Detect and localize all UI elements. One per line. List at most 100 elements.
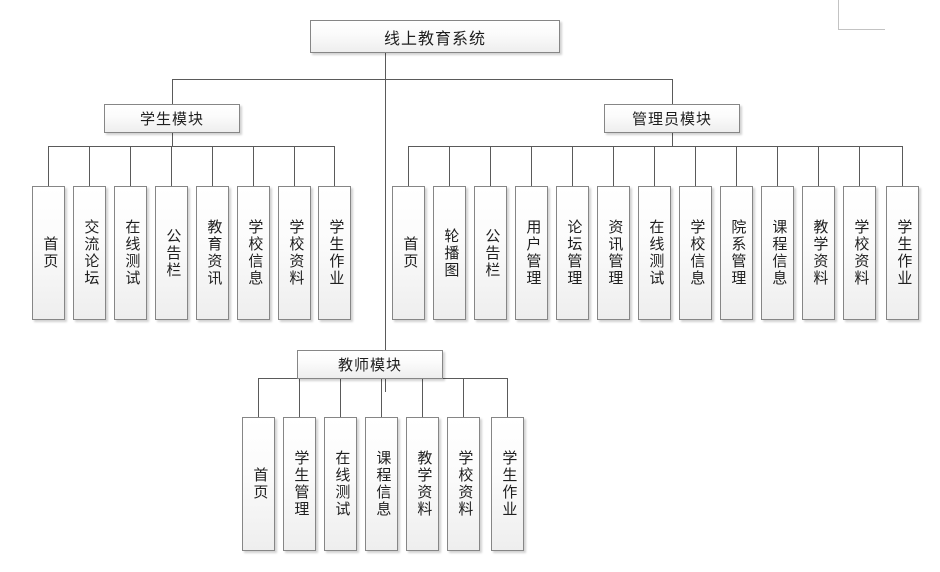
leaf-node-admin-4[interactable]: 论坛管理 — [556, 186, 589, 320]
leaf-node-admin-7[interactable]: 学校信息 — [679, 186, 712, 320]
connector-student-leaf-5 — [253, 146, 254, 186]
module-node-student-label: 学生模块 — [139, 112, 204, 128]
leaf-node-label: 学校资料 — [287, 219, 304, 287]
leaf-node-admin-10[interactable]: 教学资料 — [802, 186, 835, 320]
connector-teacher-leaf-1 — [299, 378, 300, 417]
leaf-node-label: 学生作业 — [327, 219, 344, 287]
leaf-node-admin-9[interactable]: 课程信息 — [761, 186, 794, 320]
connector-admin-leaf-3 — [531, 146, 532, 186]
leaf-node-admin-11[interactable]: 学校资料 — [843, 186, 876, 320]
leaf-node-label: 资讯管理 — [606, 219, 623, 287]
leaf-node-student-2[interactable]: 在线测试 — [114, 186, 147, 320]
connector-root-drop — [385, 53, 386, 79]
leaf-node-label: 公告栏 — [164, 227, 181, 279]
leaf-node-student-1[interactable]: 交流论坛 — [73, 186, 106, 320]
leaf-node-label: 教育资讯 — [205, 219, 222, 287]
leaf-node-label: 首页 — [401, 236, 418, 270]
connector-student-leaf-4 — [212, 146, 213, 186]
connector-student-leaf-2 — [130, 146, 131, 186]
connector-admin-leaf-2 — [490, 146, 491, 186]
connector-student-leaf-3 — [171, 146, 172, 186]
leaf-node-label: 学校资料 — [852, 219, 869, 287]
leaf-node-label: 首页 — [251, 467, 268, 501]
module-node-admin[interactable]: 管理员模块 — [604, 104, 740, 133]
leaf-node-student-4[interactable]: 教育资讯 — [196, 186, 229, 320]
leaf-node-label: 课程信息 — [374, 450, 391, 518]
leaf-node-admin-12[interactable]: 学生作业 — [886, 186, 919, 320]
leaf-node-label: 学生管理 — [292, 450, 309, 518]
module-node-admin-label: 管理员模块 — [631, 112, 712, 128]
leaf-node-teacher-4[interactable]: 教学资料 — [406, 417, 439, 551]
connector-admin-leaf-7 — [695, 146, 696, 186]
leaf-node-label: 用户管理 — [524, 219, 541, 287]
connector-teacher-leaf-6 — [507, 378, 508, 417]
leaf-node-admin-5[interactable]: 资讯管理 — [597, 186, 630, 320]
leaf-node-label: 公告栏 — [483, 227, 500, 279]
leaf-node-teacher-6[interactable]: 学生作业 — [491, 417, 524, 551]
leaf-node-admin-2[interactable]: 公告栏 — [474, 186, 507, 320]
connector-student-leaf-6 — [294, 146, 295, 186]
leaf-node-label: 在线测试 — [123, 219, 140, 287]
connector-top-bus — [172, 79, 672, 80]
leaf-node-student-5[interactable]: 学校信息 — [237, 186, 270, 320]
leaf-node-teacher-1[interactable]: 学生管理 — [283, 417, 316, 551]
leaf-node-label: 学校信息 — [246, 219, 263, 287]
leaf-node-admin-3[interactable]: 用户管理 — [515, 186, 548, 320]
connector-admin-child-bus — [408, 146, 903, 147]
connector-student-leaf-7 — [334, 146, 335, 186]
leaf-node-label: 教学资料 — [415, 450, 432, 518]
module-node-teacher[interactable]: 教师模块 — [297, 350, 443, 379]
connector-student-leaf-0 — [48, 146, 49, 186]
leaf-node-label: 学生作业 — [500, 450, 517, 518]
connector-teacher-leaf-2 — [340, 378, 341, 417]
connector-admin-leaf-9 — [777, 146, 778, 186]
leaf-node-label: 首页 — [41, 236, 58, 270]
leaf-node-label: 教学资料 — [811, 219, 828, 287]
connector-bus-to-teacher-module — [385, 79, 386, 350]
connector-teacher-module-drop — [385, 378, 386, 392]
leaf-node-label: 学校资料 — [456, 450, 473, 518]
connector-teacher-leaf-0 — [258, 378, 259, 417]
connector-admin-leaf-0 — [408, 146, 409, 186]
leaf-node-label: 院系管理 — [729, 219, 746, 287]
leaf-node-label: 课程信息 — [770, 219, 787, 287]
connector-student-child-bus — [48, 146, 334, 147]
leaf-node-label: 交流论坛 — [82, 219, 99, 287]
leaf-node-student-7[interactable]: 学生作业 — [318, 186, 351, 320]
connector-student-leaf-1 — [89, 146, 90, 186]
leaf-node-label: 论坛管理 — [565, 219, 582, 287]
leaf-node-admin-6[interactable]: 在线测试 — [638, 186, 671, 320]
connector-bus-to-student-module — [172, 79, 173, 106]
leaf-node-label: 轮播图 — [442, 227, 459, 279]
connector-admin-leaf-4 — [572, 146, 573, 186]
module-node-student[interactable]: 学生模块 — [104, 104, 240, 133]
leaf-node-teacher-3[interactable]: 课程信息 — [365, 417, 398, 551]
connector-admin-leaf-6 — [654, 146, 655, 186]
leaf-node-admin-8[interactable]: 院系管理 — [720, 186, 753, 320]
connector-teacher-leaf-4 — [422, 378, 423, 417]
leaf-node-teacher-5[interactable]: 学校资料 — [447, 417, 480, 551]
leaf-node-student-0[interactable]: 首页 — [32, 186, 65, 320]
leaf-node-teacher-0[interactable]: 首页 — [242, 417, 275, 551]
module-node-teacher-label: 教师模块 — [337, 358, 402, 374]
connector-admin-leaf-5 — [613, 146, 614, 186]
connector-admin-leaf-11 — [859, 146, 860, 186]
leaf-node-label: 在线测试 — [333, 450, 350, 518]
connector-teacher-leaf-5 — [463, 378, 464, 417]
leaf-node-label: 学生作业 — [895, 219, 912, 287]
connector-bus-to-admin-module — [672, 79, 673, 106]
connector-admin-leaf-10 — [818, 146, 819, 186]
connector-teacher-leaf-3 — [381, 378, 382, 417]
leaf-node-student-3[interactable]: 公告栏 — [155, 186, 188, 320]
leaf-node-student-6[interactable]: 学校资料 — [278, 186, 311, 320]
leaf-node-teacher-2[interactable]: 在线测试 — [324, 417, 357, 551]
leaf-node-admin-0[interactable]: 首页 — [392, 186, 425, 320]
leaf-node-admin-1[interactable]: 轮播图 — [433, 186, 466, 320]
connector-admin-module-drop — [672, 132, 673, 147]
root-node-label: 线上教育系统 — [383, 30, 486, 48]
leaf-node-label: 学校信息 — [688, 219, 705, 287]
connector-student-module-drop — [172, 132, 173, 147]
leaf-node-label: 在线测试 — [647, 219, 664, 287]
root-node-online-education-system[interactable]: 线上教育系统 — [310, 20, 560, 53]
